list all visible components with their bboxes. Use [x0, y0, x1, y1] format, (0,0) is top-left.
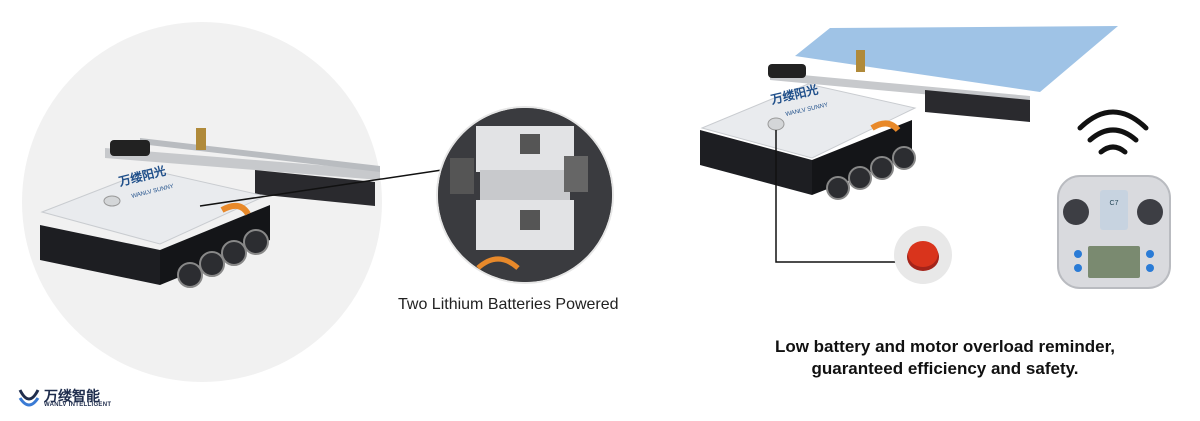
reminder-line-1: Low battery and motor overload reminder, [774, 337, 1116, 356]
right-brush [925, 90, 1030, 122]
brand-logo-icon [18, 389, 40, 407]
right-sensor [856, 50, 865, 72]
remote-controller: C7 [1057, 175, 1171, 289]
reminder-line-2: guaranteed efficiency and safety. [811, 359, 1079, 378]
remote-display [1088, 246, 1140, 278]
left-tracks [177, 229, 269, 288]
right-stop-button [767, 117, 785, 131]
right-body-front [700, 130, 812, 195]
battery-zoom-circle [436, 106, 614, 284]
right-tracks [826, 146, 916, 200]
stop-pointer-line [775, 130, 896, 263]
left-robot: 万缕阳光 WANLV SUNNY [40, 128, 380, 288]
left-joystick [1063, 199, 1089, 225]
left-sensor [196, 128, 206, 150]
left-handle [220, 202, 251, 216]
brand-name-en: WANLV INTELLIGENT [44, 402, 112, 408]
left-body-front [40, 225, 160, 285]
left-stop-button [103, 195, 121, 207]
left-motor [110, 140, 150, 156]
batteries-caption: Two Lithium Batteries Powered [398, 296, 619, 313]
left-rail-top [105, 148, 380, 180]
battery-pointer-line [199, 169, 443, 207]
battery-zoom-illustration [438, 108, 612, 282]
stop-button-zoom [894, 226, 952, 284]
reminder-caption: Low battery and motor overload reminder,… [700, 336, 1190, 380]
emergency-stop-button [908, 241, 938, 267]
brand-name-cn: 万缕智能 [44, 388, 100, 404]
wifi-icon [1077, 109, 1149, 155]
right-handle [870, 120, 901, 133]
right-robot: 万缕阳光 WANLV SUNNY [700, 26, 1118, 200]
right-motor [768, 64, 806, 78]
remote-screen-label: C7 [1110, 200, 1119, 207]
right-joystick [1137, 199, 1163, 225]
solar-panel [795, 26, 1118, 92]
left-brush [255, 170, 375, 206]
